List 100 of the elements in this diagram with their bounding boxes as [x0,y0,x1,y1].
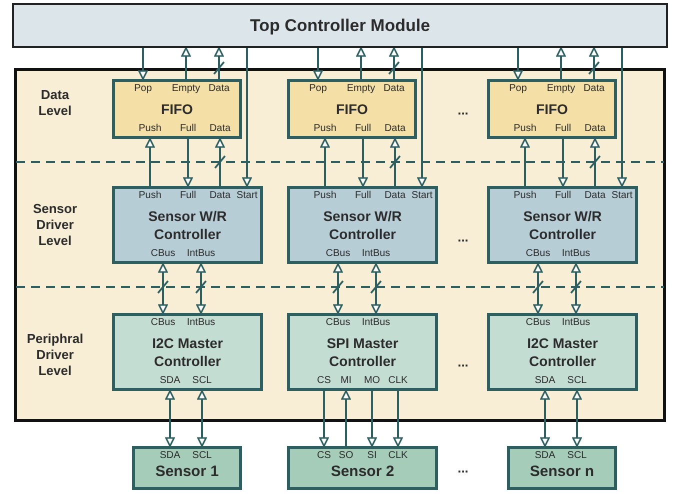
port-label: Start [611,190,633,202]
signal-arrow [589,47,599,79]
signal-arrow [138,48,148,80]
signal-arrow [356,47,366,79]
ellipsis-text: ... [458,460,468,476]
port-label: Data [583,83,605,95]
port-label: Push [514,190,536,202]
signal-arrow [520,138,530,186]
port-label: Full [180,123,196,135]
port-label: Empty [546,83,576,95]
port-label: SO [338,450,354,462]
port-label: Data [209,123,231,135]
signal-arrow [320,138,330,186]
block-title: I2C Master Controller [526,334,599,370]
signal-arrow [181,47,191,79]
port-label: CLK [388,375,408,387]
port-label: MO [364,375,380,387]
ellipsis-text: ... [458,354,468,370]
signal-arrow [393,391,403,447]
signal-arrow [556,47,566,79]
signal-arrow [214,47,224,79]
port-label: SI [367,450,377,462]
port-label: Start [236,190,258,202]
port-label: Pop [134,83,152,95]
signal-arrow [558,139,568,187]
bidirectional-arrow [572,390,582,447]
block-title: FIFO [335,100,369,118]
block-title: I2C Master Controller [151,334,224,370]
fifo-block [287,79,417,139]
signal-arrow [145,138,155,186]
port-label: SDA [160,375,180,387]
port-label: CBus [526,248,550,260]
port-label: Data [384,123,406,135]
signal-arrow [215,138,225,186]
port-label: Push [314,123,336,135]
sensor-block [132,446,242,490]
signal-arrow [183,139,193,187]
port-label: Full [554,190,572,202]
port-label: Push [314,190,336,202]
port-label: MI [340,375,352,387]
port-label: Pop [509,83,527,95]
block-title: Sensor W/R Controller [147,207,228,243]
bidirectional-arrow [571,263,581,314]
sensor-controller-block [487,186,638,264]
ellipsis-text: ... [458,102,468,118]
bidirectional-arrow [196,263,206,314]
fifo-block [112,79,242,139]
port-label: SCL [567,450,587,462]
port-label: Full [354,190,372,202]
port-label: IntBus [362,248,390,260]
port-label: SDA [534,450,556,462]
master-controller-block [287,313,438,391]
level-heading: Data Level [38,87,72,119]
bidirectional-arrow [533,263,543,314]
signal-arrow [417,48,427,187]
block-title: Sensor W/R Controller [522,207,603,243]
port-label: SCL [192,450,212,462]
signal-arrow [389,47,399,79]
bidirectional-arrow [333,263,343,314]
block-title: FIFO [160,100,194,118]
sensor-block [287,446,438,490]
fifo-block [487,79,617,139]
block-title: Sensor n [528,463,596,481]
port-label: Full [554,123,572,135]
sensor-controller-block [112,186,263,264]
level-panel [14,68,666,422]
level-heading: Periphral Driver Level [26,331,84,379]
sensor-block [507,446,617,490]
port-label: Data [384,190,406,202]
signal-arrow [617,48,627,187]
port-label: CS [317,375,331,387]
bidirectional-arrow [540,390,550,447]
port-label: Empty [346,83,376,95]
signal-arrow [319,391,329,447]
bidirectional-arrow [165,390,175,447]
block-title: Sensor 1 [154,463,220,481]
port-label: Push [514,123,536,135]
port-label: CS [317,450,331,462]
master-controller-block [112,313,263,391]
signal-arrow [390,138,400,186]
ellipsis-text: ... [458,230,468,244]
port-label: IntBus [186,317,216,329]
port-label: CLK [388,450,408,462]
port-label: CBus [326,317,350,329]
port-label: Full [180,190,196,202]
bidirectional-arrow [158,263,168,314]
port-label: SDA [160,450,180,462]
port-label: SCL [567,375,587,387]
port-label: Push [138,123,162,135]
bidirectional-arrow [197,390,207,447]
signal-arrow [358,139,368,187]
bidirectional-arrow [371,263,381,314]
port-label: Empty [172,83,200,95]
block-title: Top Controller Module [248,16,432,34]
sensor-controller-block [287,186,438,264]
port-label: Data [383,83,405,95]
port-label: IntBus [562,248,590,260]
level-heading: Sensor Driver Level [32,201,78,249]
port-label: Full [354,123,372,135]
port-label: CBus [526,317,550,329]
